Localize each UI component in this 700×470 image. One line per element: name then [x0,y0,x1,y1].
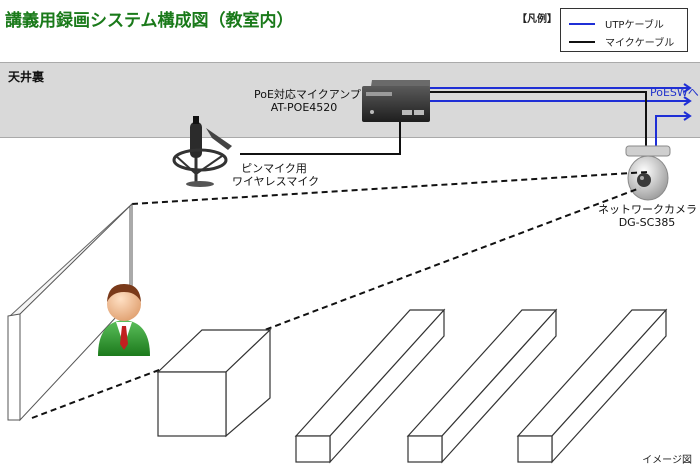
amp-label-line1: PoE対応マイクアンプ [254,88,361,101]
camera-label: ネットワークカメラ DG-SC385 [598,203,697,229]
mic-label: ピンマイク用 ワイヤレスマイク [232,162,320,188]
student-desk-3 [516,308,668,464]
mic-cables [240,91,647,155]
legend-item-label: UTPケーブル [605,20,664,31]
camera-view-range [31,171,649,419]
student-desk-1 [294,308,446,464]
camera-label-line1: ネットワークカメラ [598,203,697,216]
network-camera [625,145,671,201]
amp-label-line2: AT-POE4520 [270,101,338,114]
mic-label-line1: ピンマイク用 [241,162,307,175]
legend: UTPケーブル マイクケーブル [560,8,688,52]
legend-heading: 【凡例】 [517,14,557,25]
whiteboard [7,202,133,422]
camera-label-line2: DG-SC385 [618,216,676,229]
mic-label-line2: ワイヤレスマイク [232,175,320,188]
utp-swatch [569,22,595,25]
legend-item-mic-cable: マイクケーブル [569,34,674,49]
poe-mic-amplifier [362,80,430,122]
legend-item-utp: UTPケーブル [569,16,664,31]
amp-label: PoE対応マイクアンプ AT-POE4520 [254,88,361,114]
lecture-desk [156,328,272,438]
poe-switch-label: PoESWへ [650,86,699,99]
student-desk-2 [406,308,558,464]
lecturer-figure [98,284,150,356]
legend-item-label: マイクケーブル [605,38,675,49]
mic-cable-swatch [569,40,595,43]
wireless-microphone [172,116,232,187]
image-note: イメージ図 [642,455,692,466]
ceiling-label: 天井裏 [8,70,45,84]
page-title: 講義用録画システム構成図（教室内） [5,11,294,31]
